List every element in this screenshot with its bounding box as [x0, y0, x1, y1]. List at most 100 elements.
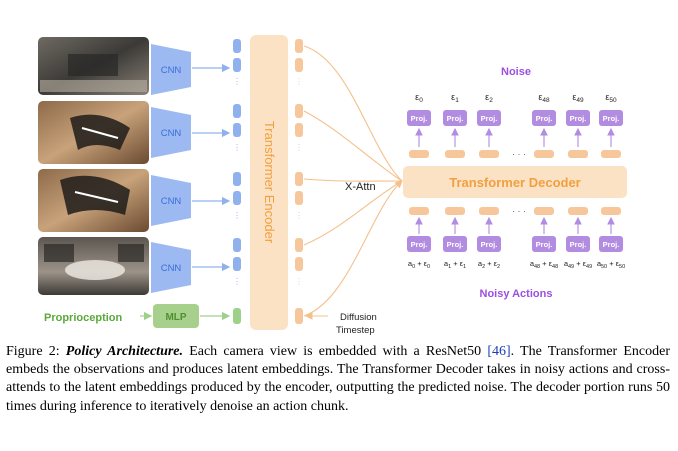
decoder-output-token — [534, 150, 554, 158]
decoder-input-token — [479, 207, 499, 215]
xattn-label: X-Attn — [345, 181, 376, 193]
camera-image-2 — [38, 101, 149, 164]
policy-architecture-figure: CNN CNN CNN CNN ⋮ ⋮ ⋮ ⋮ MLP — [38, 35, 627, 336]
cnn-block-4: CNN — [151, 242, 191, 293]
camera-image-3 — [38, 169, 149, 232]
proj-block-bottom — [407, 236, 431, 252]
proj-label: Proj. — [481, 114, 498, 123]
proprioception-label: Proprioception — [44, 312, 123, 324]
decoder-output-token — [568, 150, 588, 158]
noisy-action-label: a1 + ε1 — [444, 259, 466, 270]
transformer-decoder: Transformer Decoder — [403, 166, 627, 198]
proj-block-top — [477, 110, 501, 126]
svg-text:Transformer Encoder: Transformer Encoder — [262, 121, 277, 244]
proj-block-bottom — [477, 236, 501, 252]
decoder-output-token — [479, 150, 499, 158]
diffusion-timestep: Diffusion Timestep — [304, 312, 377, 336]
svg-text:⋮: ⋮ — [233, 277, 241, 286]
caption-title: Policy Architecture. — [65, 344, 184, 359]
noise-label: ε1 — [451, 92, 459, 104]
noisy-action-label: a0 + ε0 — [408, 259, 430, 270]
decoder-output-token — [601, 150, 621, 158]
svg-text:CNN: CNN — [161, 65, 182, 76]
camera-image-1 — [38, 37, 149, 95]
noise-label: ε0 — [415, 92, 423, 104]
proj-block-top — [443, 110, 467, 126]
noisy-action-label: a50 + ε50 — [597, 259, 625, 270]
proj-block-bottom — [566, 236, 590, 252]
mlp-block: MLP — [153, 304, 199, 328]
proj-block-top — [566, 110, 590, 126]
svg-text:⋮: ⋮ — [233, 143, 241, 152]
proj-label: Proj. — [603, 114, 620, 123]
noise-label: ε48 — [538, 92, 550, 104]
svg-text:⋮: ⋮ — [295, 77, 303, 86]
noisy-actions-title: Noisy Actions — [480, 288, 553, 300]
svg-text:CNN: CNN — [161, 263, 182, 274]
cnn-block-2: CNN — [151, 107, 191, 158]
noise-title: Noise — [501, 66, 531, 78]
cross-attention-curves — [303, 45, 403, 317]
proj-label: Proj. — [447, 240, 464, 249]
caption-text-2: . The Transformer Encoder embeds the obs… — [6, 344, 671, 414]
figure-caption: Figure 2: Policy Architecture. Each came… — [6, 343, 670, 416]
svg-text:⋮: ⋮ — [233, 77, 241, 86]
proj-label: Proj. — [570, 114, 587, 123]
caption-ref-link[interactable]: [46] — [487, 344, 511, 359]
caption-prefix: Figure 2: — [6, 344, 66, 359]
cnn-block-3: CNN — [151, 175, 191, 226]
decoder-input-token — [409, 207, 429, 215]
proj-block-top — [599, 110, 623, 126]
proj-block-bottom — [599, 236, 623, 252]
noise-label: ε49 — [572, 92, 584, 104]
noisy-action-label: a2 + ε2 — [478, 259, 500, 270]
proj-block-bottom — [532, 236, 556, 252]
svg-text:Diffusion: Diffusion — [340, 312, 377, 323]
svg-text:⋮: ⋮ — [233, 211, 241, 220]
proj-block-bottom — [443, 236, 467, 252]
noise-label: ε2 — [485, 92, 493, 104]
decoder-input-token — [534, 207, 554, 215]
proj-label: Proj. — [570, 240, 587, 249]
cnn-arrows — [192, 63, 231, 321]
noise-label: ε50 — [605, 92, 617, 104]
proj-block-top — [407, 110, 431, 126]
proj-label: Proj. — [411, 114, 428, 123]
svg-text:⋮: ⋮ — [295, 211, 303, 220]
proj-label: Proj. — [447, 114, 464, 123]
decoder-output-token — [445, 150, 465, 158]
proj-label: Proj. — [411, 240, 428, 249]
decoder-output-token — [409, 150, 429, 158]
proj-block-top — [532, 110, 556, 126]
decoder-input-token — [445, 207, 465, 215]
proj-label: Proj. — [536, 240, 553, 249]
proj-label: Proj. — [481, 240, 498, 249]
caption-text-1: Each camera view is embedded with a ResN… — [183, 344, 488, 359]
svg-text:CNN: CNN — [161, 196, 182, 207]
proj-label: Proj. — [536, 114, 553, 123]
encoder-output-tokens: ⋮ ⋮ ⋮ ⋮ — [295, 39, 303, 324]
noisy-action-label: a49 + ε49 — [564, 259, 592, 270]
top-ellipsis: · · · — [512, 149, 526, 159]
transformer-encoder: Transformer Encoder — [250, 35, 288, 330]
cnn-block-1: CNN — [151, 44, 191, 95]
noisy-action-label: a48 + ε48 — [530, 259, 558, 270]
svg-text:Transformer Decoder: Transformer Decoder — [449, 175, 581, 190]
bottom-ellipsis: · · · — [512, 206, 526, 216]
svg-text:CNN: CNN — [161, 128, 182, 139]
decoder-input-token — [568, 207, 588, 215]
decoder-input-token — [601, 207, 621, 215]
svg-text:MLP: MLP — [165, 312, 186, 323]
camera-image-4 — [38, 237, 149, 295]
svg-text:⋮: ⋮ — [295, 277, 303, 286]
input-tokens: ⋮ ⋮ ⋮ ⋮ — [233, 39, 241, 324]
svg-text:Timestep: Timestep — [336, 325, 375, 336]
proj-label: Proj. — [603, 240, 620, 249]
